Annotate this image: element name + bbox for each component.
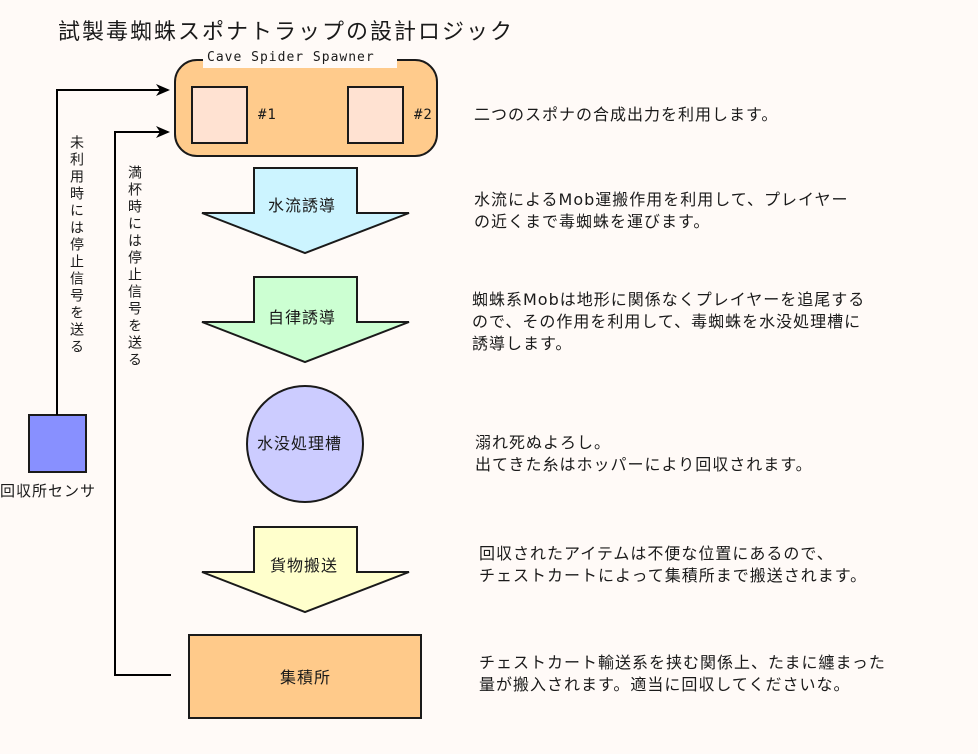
- drowning-tank-circle: [246, 385, 364, 503]
- full-signal-label: 満杯時には停止信号を送る: [126, 165, 142, 369]
- description-line: ので、その作用を利用して、毒蜘蛛を水没処理槽に: [472, 312, 862, 331]
- sensor-label: 回収所センサ: [0, 482, 97, 500]
- description-line: 二つのスポナの合成出力を利用します。: [474, 105, 779, 124]
- description-line: 出てきた糸はホッパーにより回収されます。: [475, 455, 813, 474]
- spawner-label-bg: [203, 52, 397, 68]
- spawner-cell-1: [191, 86, 248, 144]
- cargo-transport-label: 貨物搬送: [270, 556, 339, 575]
- autonomous-guidance-arrow: [201, 276, 410, 364]
- drowning-tank-label: 水没処理槽: [257, 434, 343, 453]
- spawner-description: 二つのスポナの合成出力を利用します。: [474, 104, 778, 126]
- description-line: 溺れ死ぬよろし。: [475, 433, 612, 452]
- storage-description: チェストカート輸送系を挟む関係上、たまに纏まった 量が搬入されます。適当に回収し…: [479, 652, 886, 696]
- description-line: の近くまで毒蜘蛛を運びます。: [474, 212, 711, 231]
- cargo-transport-arrow: [201, 526, 410, 614]
- spawner-cell-1-label: #1: [258, 107, 277, 123]
- description-line: 誘導します。: [472, 334, 573, 353]
- spawner-cell-2: [347, 86, 404, 144]
- autonomous-guidance-description: 蜘蛛系Mobは地形に関係なくプレイヤーを追尾する ので、その作用を利用して、毒蜘…: [472, 289, 865, 355]
- description-line: 回収されたアイテムは不便な位置にあるので、: [479, 544, 834, 563]
- spawner-title: Cave Spider Spawner: [207, 50, 375, 65]
- spawner-cell-2-label: #2: [414, 107, 433, 123]
- storage-label: 集積所: [280, 668, 332, 687]
- description-line: チェストカート輸送系を挟む関係上、たまに纏まった: [479, 653, 886, 672]
- water-guidance-label: 水流誘導: [268, 196, 337, 215]
- drowning-tank-description: 溺れ死ぬよろし。 出てきた糸はホッパーにより回収されます。: [475, 432, 813, 476]
- description-line: 水流によるMob運搬作用を利用して、プレイヤー: [474, 190, 849, 209]
- water-guidance-arrow: [201, 167, 410, 255]
- page-title: 試製毒蜘蛛スポナトラップの設計ロジック: [58, 20, 515, 45]
- water-guidance-description: 水流によるMob運搬作用を利用して、プレイヤー の近くまで毒蜘蛛を運びます。: [474, 189, 849, 233]
- description-line: 蜘蛛系Mobは地形に関係なくプレイヤーを追尾する: [472, 290, 866, 309]
- autonomous-guidance-label: 自律誘導: [268, 308, 337, 327]
- spawner-group: [174, 52, 438, 157]
- unused-signal-label: 未利用時には停止信号を送る: [68, 135, 84, 356]
- unused-signal-line: [56, 84, 170, 415]
- sensor-box: [28, 414, 87, 473]
- cargo-transport-description: 回収されたアイテムは不便な位置にあるので、 チェストカートによって集積所まで搬送…: [479, 543, 867, 587]
- description-line: 量が搬入されます。適当に回収してくださいな。: [479, 675, 851, 694]
- full-signal-line: [114, 126, 171, 676]
- description-line: チェストカートによって集積所まで搬送されます。: [479, 566, 868, 585]
- storage-box: [188, 634, 422, 719]
